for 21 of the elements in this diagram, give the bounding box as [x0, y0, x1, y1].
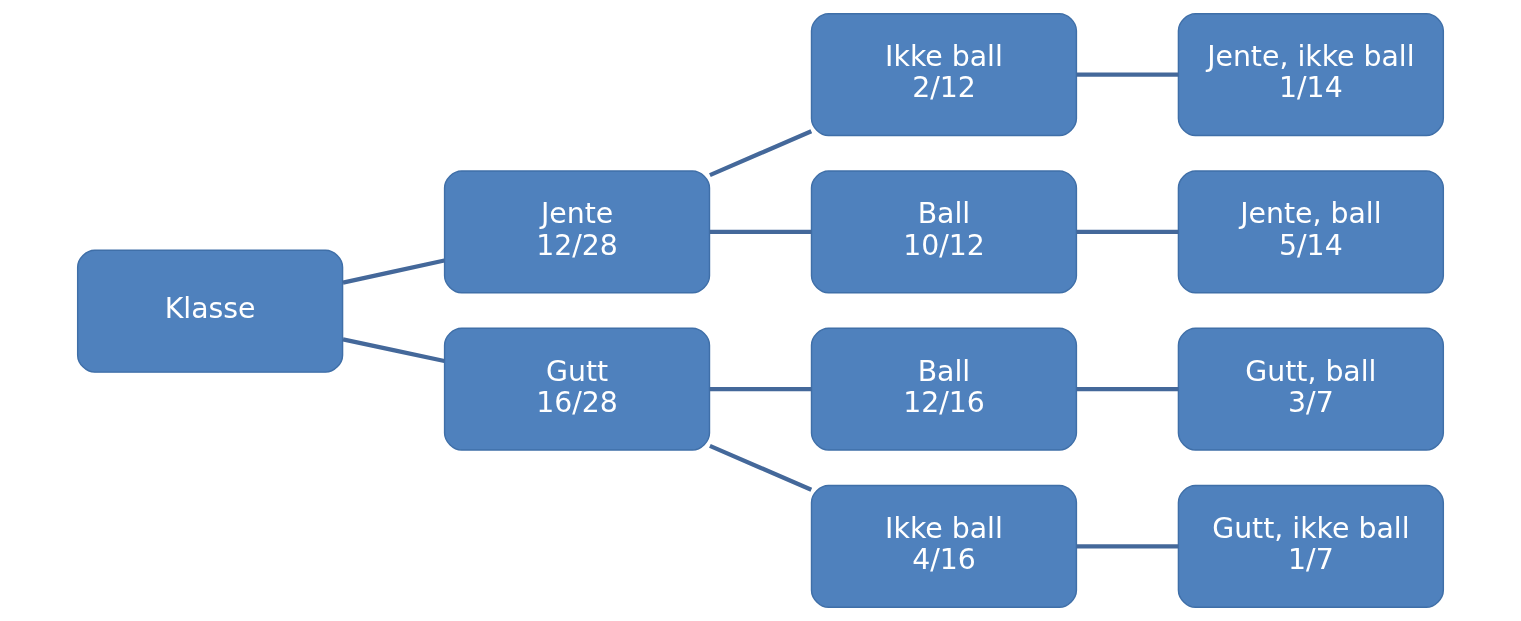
node-box: Ikke ball 4/16: [810, 484, 1078, 608]
node-box: Gutt, ikke ball 1/7: [1177, 484, 1445, 608]
connector: [709, 129, 813, 178]
connector: [342, 337, 445, 364]
node-box: Gutt 16/28: [443, 327, 711, 451]
node-box: Jente 12/28: [443, 170, 711, 294]
node-box: Gutt, ball 3/7: [1177, 327, 1445, 451]
connector: [709, 443, 813, 492]
connector: [1076, 387, 1179, 392]
node-box: Ikke ball 2/12: [810, 13, 1078, 137]
connector: [342, 258, 445, 285]
connector: [1076, 229, 1179, 234]
node-box: Klasse: [76, 249, 344, 373]
connector: [1076, 72, 1179, 77]
node-box: Jente, ball 5/14: [1177, 170, 1445, 294]
connector: [709, 229, 812, 234]
connector: [1076, 544, 1179, 549]
node-box: Jente, ikke ball 1/14: [1177, 13, 1445, 137]
node-box: Ball 12/16: [810, 327, 1078, 451]
node-box: Ball 10/12: [810, 170, 1078, 294]
connector: [709, 387, 812, 392]
